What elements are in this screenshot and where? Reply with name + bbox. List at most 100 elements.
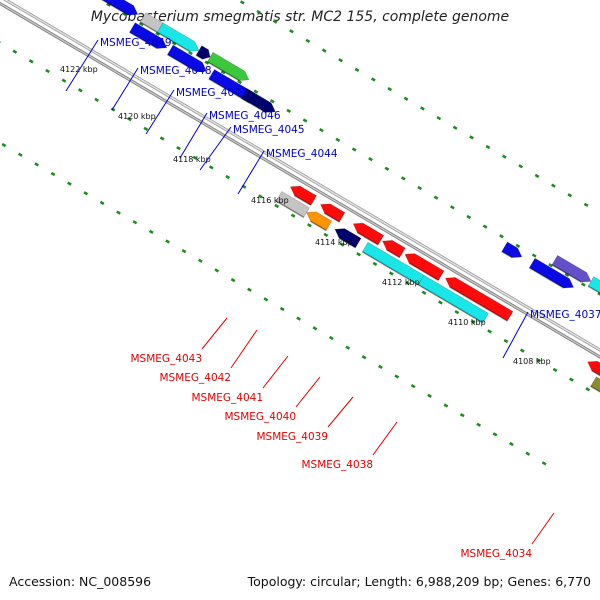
tick-mark: [564, 272, 570, 277]
gene-leader-line: [230, 329, 258, 369]
tick-mark: [188, 50, 193, 56]
gene-arrow[interactable]: [590, 376, 600, 402]
tick-mark: [427, 393, 432, 398]
tick-mark: [220, 70, 226, 75]
tick-mark: [503, 338, 509, 344]
tick-mark: [372, 261, 378, 266]
gene-arrow[interactable]: [129, 22, 168, 50]
gene-label[interactable]: MSMEG_4048: [140, 65, 212, 77]
tick-mark: [368, 156, 373, 162]
tick-mark: [312, 326, 318, 331]
tick-mark: [143, 126, 149, 131]
kbp-label: 4112 kbp: [382, 278, 420, 287]
gene-arrow[interactable]: [528, 257, 574, 289]
tick-mark: [50, 171, 56, 177]
gene-label[interactable]: MSMEG_4043: [130, 353, 202, 365]
tick-mark: [339, 242, 345, 247]
tick-mark: [214, 268, 220, 273]
kbp-label: 4120 kbp: [118, 112, 156, 121]
tick-mark: [405, 281, 411, 286]
gene-label[interactable]: MSMEG_4045: [233, 124, 305, 136]
kbp-label: 4114 kbp: [315, 238, 353, 247]
tick-mark: [387, 87, 393, 92]
gene-label[interactable]: MSMEG_4042: [159, 372, 231, 384]
tick-mark: [12, 49, 18, 54]
gene-arrow[interactable]: [587, 276, 600, 295]
tick-mark: [247, 287, 252, 292]
map-title: Mycobacterium smegmatis str. MC2 155, co…: [90, 9, 510, 25]
genome-backbone: [0, 0, 600, 359]
gene-arrow[interactable]: [445, 277, 514, 322]
gene-features: [100, 0, 600, 402]
gene-leader-line: [327, 396, 354, 428]
tick-mark: [302, 118, 308, 123]
gene-arrow[interactable]: [306, 211, 333, 232]
kbp-label: 4122 kbp: [60, 65, 98, 74]
tick-mark: [361, 355, 367, 360]
gene-leader-line: [237, 150, 265, 195]
tick-mark: [378, 364, 383, 370]
gene-arrow[interactable]: [289, 185, 317, 206]
tick-mark: [192, 155, 198, 160]
gene-arrow[interactable]: [241, 88, 276, 114]
tick-mark: [551, 183, 556, 188]
gene-label[interactable]: MSMEG_4039: [256, 431, 328, 443]
accession-text: Accession: NC_008596: [9, 574, 152, 589]
gene-label[interactable]: MSMEG_4038: [301, 459, 373, 471]
gene-leader-line: [111, 67, 139, 111]
gene-leader-line: [145, 89, 175, 135]
gene-arrow[interactable]: [501, 241, 523, 259]
tick-mark: [253, 89, 259, 94]
tick-mark: [492, 432, 498, 437]
tick-mark: [420, 106, 425, 111]
tick-mark: [356, 252, 361, 257]
gene-label[interactable]: MSMEG_4049: [100, 37, 172, 49]
gene-label[interactable]: MSMEG_4044: [266, 148, 338, 160]
label-leaders: MSMEG_4049MSMEG_4048MSMEG_4047MSMEG_4046…: [65, 37, 600, 560]
tick-mark: [34, 162, 40, 167]
tick-mark: [436, 115, 442, 121]
gene-arrow[interactable]: [195, 45, 211, 60]
tick-mark: [257, 194, 263, 199]
gene-arrow[interactable]: [334, 228, 362, 249]
tick-mark: [269, 99, 275, 104]
tick-mark: [272, 19, 278, 24]
summary-text: Topology: circular; Length: 6,988,209 bp…: [247, 574, 591, 589]
gene-arrow[interactable]: [275, 191, 310, 218]
gene-label[interactable]: MSMEG_4037: [530, 309, 600, 321]
tick-mark: [77, 88, 83, 93]
gene-arrow[interactable]: [156, 22, 200, 52]
tick-mark: [296, 316, 301, 321]
gene-arrow[interactable]: [206, 51, 250, 82]
tick-mark: [307, 223, 312, 228]
gene-leader-line: [295, 376, 321, 408]
gene-arrow[interactable]: [100, 0, 139, 16]
tick-mark: [323, 232, 329, 238]
gene-arrow[interactable]: [167, 44, 207, 73]
gene-label[interactable]: MSMEG_4041: [191, 392, 263, 404]
tick-mark: [99, 200, 105, 206]
gene-arrow[interactable]: [587, 360, 600, 382]
tick-mark: [351, 147, 357, 152]
tick-mark: [487, 329, 492, 334]
gene-label[interactable]: MSMEG_4034: [460, 548, 532, 560]
gene-arrow[interactable]: [417, 274, 489, 324]
gene-arrow[interactable]: [320, 203, 346, 223]
gene-arrow[interactable]: [404, 253, 445, 282]
tick-mark: [155, 31, 161, 36]
tick-mark: [289, 29, 294, 34]
gene-label[interactable]: MSMEG_4046: [209, 110, 281, 122]
tick-mark: [45, 68, 50, 74]
tick-mark: [476, 422, 482, 427]
kbp-label: 4118 kbp: [173, 155, 211, 164]
tick-mark: [230, 277, 236, 283]
tick-mark: [1, 142, 7, 148]
gene-label[interactable]: MSMEG_4040: [224, 411, 296, 423]
gene-arrow[interactable]: [352, 222, 385, 246]
tick-mark: [509, 441, 514, 447]
gene-label[interactable]: MSMEG_4047: [176, 87, 248, 99]
tick-mark: [239, 0, 245, 5]
gene-arrow[interactable]: [382, 240, 406, 259]
tick-mark: [400, 176, 406, 181]
gene-arrow[interactable]: [551, 254, 592, 283]
